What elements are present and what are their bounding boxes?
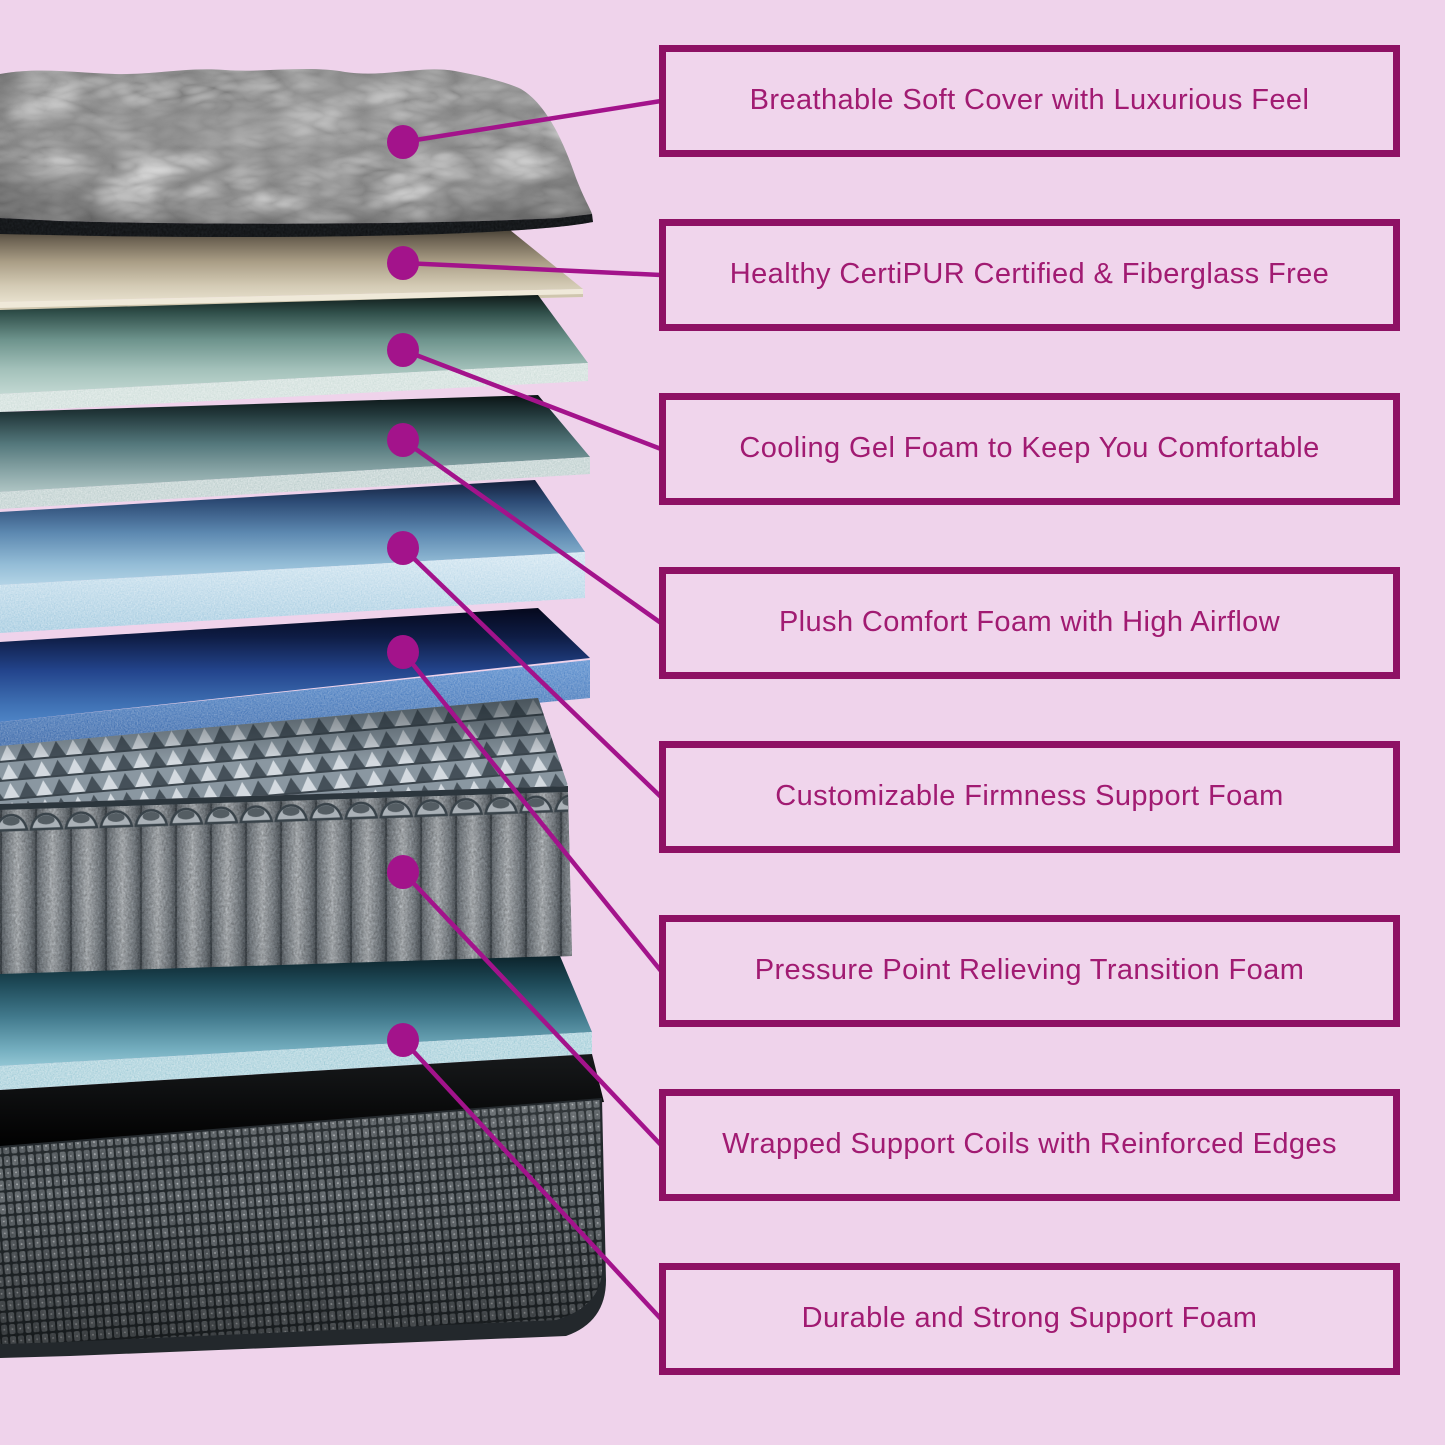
coil-caps-row: [0, 788, 568, 834]
callout-label: Durable and Strong Support Foam: [801, 1302, 1258, 1335]
callout-box-coils: Wrapped Support Coils with Reinforced Ed…: [659, 1089, 1400, 1201]
callout-label: Breathable Soft Cover with Luxurious Fee…: [749, 84, 1310, 117]
callout-marker-cover: [387, 125, 419, 159]
callout-markers: [387, 125, 419, 1057]
callout-box-cooling-gel: Cooling Gel Foam to Keep You Comfortable: [659, 393, 1400, 505]
callout-line-cover: [402, 98, 662, 145]
callout-marker-certipur: [387, 246, 419, 280]
callout-marker-plush-foam: [387, 423, 419, 457]
callout-line-certipur: [402, 260, 662, 278]
callout-label: Pressure Point Relieving Transition Foam: [754, 954, 1305, 987]
callout-box-firmness: Customizable Firmness Support Foam: [659, 741, 1400, 853]
layer-transition-foam: [0, 608, 590, 753]
callout-marker-cooling-gel: [387, 333, 419, 367]
callout-line-support-foam: [401, 1038, 663, 1321]
layer-foundation-base: [0, 1054, 606, 1358]
layer-cooling-gel-foam: [0, 295, 588, 412]
layer-quilted-cover: [0, 69, 593, 238]
callout-box-plush-foam: Plush Comfort Foam with High Airflow: [659, 567, 1400, 679]
callout-label: Plush Comfort Foam with High Airflow: [778, 606, 1281, 639]
layer-firmness-foam: [0, 480, 585, 633]
callout-label: Customizable Firmness Support Foam: [775, 780, 1284, 813]
callout-label: Wrapped Support Coils with Reinforced Ed…: [722, 1128, 1337, 1161]
callout-line-transition: [401, 650, 663, 973]
callout-box-transition: Pressure Point Relieving Transition Foam: [659, 915, 1400, 1027]
callout-marker-support-foam: [387, 1023, 419, 1057]
callout-marker-transition: [387, 635, 419, 669]
callout-marker-coils: [387, 855, 419, 889]
callout-line-plush-foam: [401, 438, 663, 625]
callout-box-cover: Breathable Soft Cover with Luxurious Fee…: [659, 45, 1400, 157]
callout-connectors: [401, 98, 663, 1321]
callout-box-certipur: Healthy CertiPUR Certified & Fiberglass …: [659, 219, 1400, 331]
callout-label: Cooling Gel Foam to Keep You Comfortable: [739, 432, 1320, 465]
callout-label: Healthy CertiPUR Certified & Fiberglass …: [729, 258, 1330, 291]
layer-base-foam: [0, 956, 592, 1090]
callout-line-cooling-gel: [402, 347, 662, 452]
callout-marker-firmness: [387, 531, 419, 565]
layer-pocket-coils: [0, 788, 572, 976]
callout-box-support-foam: Durable and Strong Support Foam: [659, 1263, 1400, 1375]
callout-line-coils: [401, 870, 663, 1147]
callout-line-firmness: [401, 546, 663, 799]
